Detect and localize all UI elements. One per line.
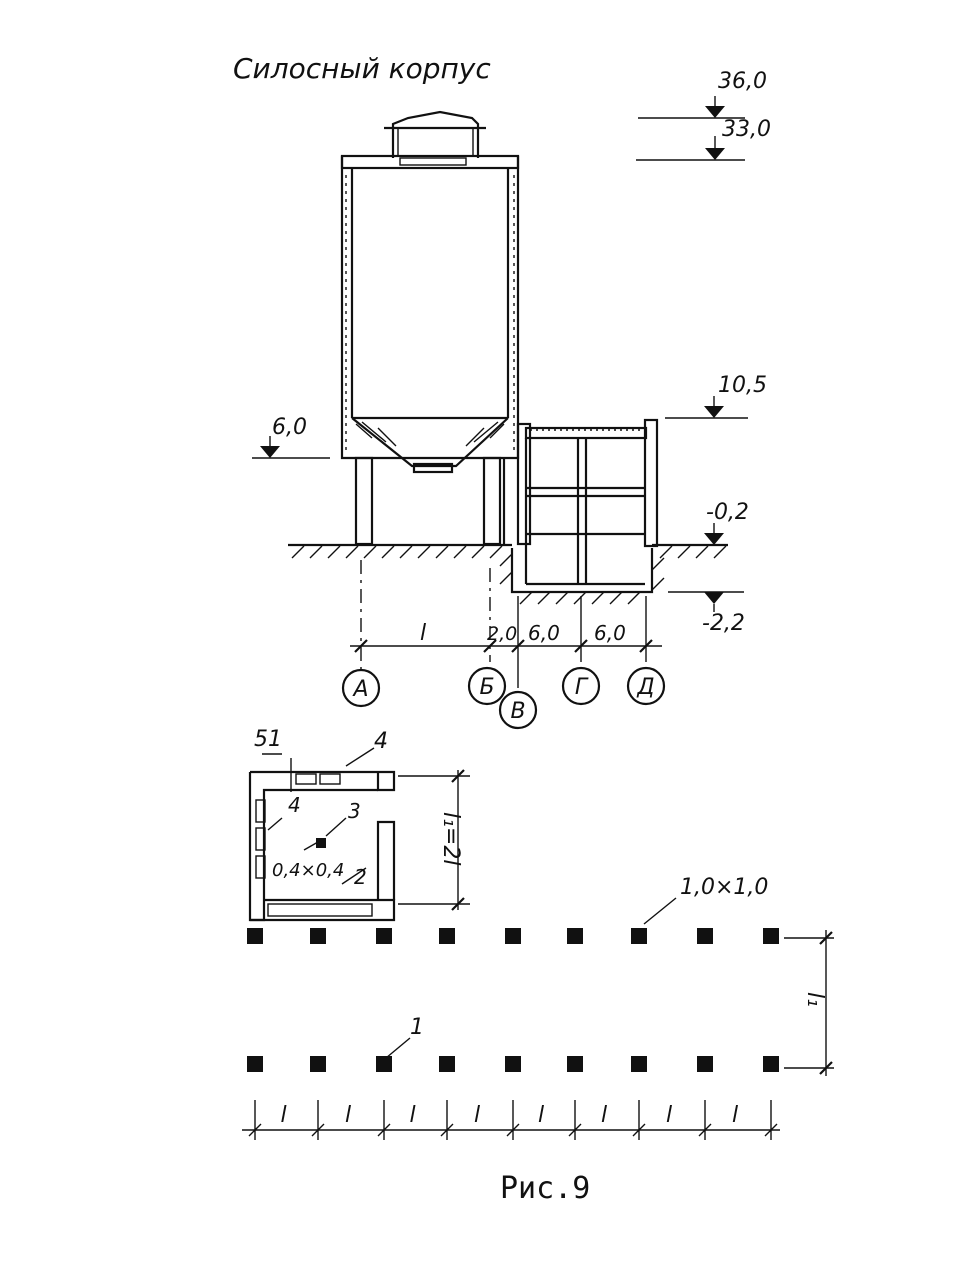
silo-hopper bbox=[351, 417, 509, 468]
chain-label-3: l bbox=[410, 1103, 416, 1128]
pile-1-6 bbox=[567, 928, 583, 944]
pile-1-5 bbox=[505, 928, 521, 944]
marker-3: 3 bbox=[348, 799, 361, 823]
marker-1: 1 bbox=[410, 1015, 424, 1040]
pile-2-5 bbox=[505, 1056, 521, 1072]
chain-label-2: l bbox=[345, 1103, 351, 1128]
dim-2-0: 2,0 bbox=[487, 623, 517, 645]
chain-tick-7 bbox=[632, 1100, 646, 1140]
chain-tick-4 bbox=[440, 1100, 454, 1140]
pile-plan-dimensions: 1,0×1,0 1 l₁ l l l l l l l l bbox=[242, 875, 834, 1140]
svg-text:6,0: 6,0 bbox=[272, 415, 307, 440]
ground-line bbox=[288, 543, 728, 605]
svg-text:В: В bbox=[510, 699, 525, 724]
pile-2-4 bbox=[439, 1056, 455, 1072]
dim-6-0-a: 6,0 bbox=[528, 621, 560, 645]
drawing-title: Силосный корпус bbox=[233, 52, 491, 85]
elevation-minus-2-2: -2,2 bbox=[668, 591, 745, 636]
chain-label-6: l bbox=[601, 1103, 607, 1128]
cell-column bbox=[316, 838, 326, 848]
axis-bubble-v: В bbox=[498, 690, 538, 730]
axis-bubble-a: А bbox=[341, 668, 381, 708]
pile-plan bbox=[247, 928, 779, 1072]
axis-bubble-b: Б bbox=[467, 666, 507, 706]
pile-1-4 bbox=[439, 928, 455, 944]
chain-label-7: l bbox=[666, 1103, 672, 1128]
axis-dimensions: l 2,0 6,0 6,0 bbox=[350, 560, 662, 688]
column-left bbox=[354, 456, 374, 546]
chain-tick-8 bbox=[698, 1100, 712, 1140]
plan-l1-label: l₁ bbox=[802, 992, 827, 1007]
pile-1-2 bbox=[310, 928, 326, 944]
pile-size-label: 1,0×1,0 bbox=[680, 875, 768, 900]
top-gallery bbox=[391, 110, 480, 158]
marker-2: 2 bbox=[354, 865, 367, 889]
chain-tick-9 bbox=[764, 1100, 778, 1140]
pile-2-9 bbox=[763, 1056, 779, 1072]
figure-caption: Рис.9 bbox=[500, 1171, 590, 1206]
marker-51: 51 bbox=[254, 727, 282, 752]
silo-section bbox=[340, 110, 520, 546]
pile-1-3 bbox=[376, 928, 392, 944]
svg-text:Б: Б bbox=[479, 675, 494, 700]
svg-text:-2,2: -2,2 bbox=[702, 611, 745, 636]
elevation-minus-0-2: -0,2 bbox=[704, 500, 749, 545]
chain-label-5: l bbox=[538, 1103, 544, 1128]
pile-1-1 bbox=[247, 928, 263, 944]
svg-text:А: А bbox=[351, 677, 368, 702]
dim-6-0-b: 6,0 bbox=[594, 621, 626, 645]
pile-1-8 bbox=[697, 928, 713, 944]
pile-2-6 bbox=[567, 1056, 583, 1072]
plan-width-label: l₁=2l bbox=[438, 812, 463, 865]
chain-tick-3 bbox=[377, 1100, 391, 1140]
pile-2-7 bbox=[631, 1056, 647, 1072]
elevation-36: 36,0 bbox=[638, 69, 767, 119]
dim-l: l bbox=[420, 621, 426, 646]
annex-section bbox=[510, 418, 659, 594]
elevation-33: 33,0 bbox=[636, 117, 771, 161]
elevation-6: 6,0 bbox=[252, 415, 330, 459]
chain-label-8: l bbox=[732, 1103, 738, 1128]
svg-text:33,0: 33,0 bbox=[722, 117, 771, 142]
pile-1-9 bbox=[763, 928, 779, 944]
svg-text:10,5: 10,5 bbox=[718, 373, 767, 398]
pile-1-7 bbox=[631, 928, 647, 944]
chain-label-4: l bbox=[474, 1103, 480, 1128]
marker-4-inner: 4 bbox=[288, 793, 301, 817]
silo-walls bbox=[340, 156, 520, 460]
svg-text:Д: Д bbox=[636, 675, 654, 700]
silo-cell-detail: 51 4 4 3 2 0,4×0,4 l₁=2l bbox=[248, 727, 470, 922]
chain-tick-6 bbox=[568, 1100, 582, 1140]
chain-tick-1 bbox=[248, 1100, 262, 1140]
pile-2-8 bbox=[697, 1056, 713, 1072]
chain-tick-2 bbox=[311, 1100, 325, 1140]
column-mid bbox=[482, 456, 502, 546]
svg-text:36,0: 36,0 bbox=[718, 69, 767, 94]
svg-text:-0,2: -0,2 bbox=[706, 500, 749, 525]
elevation-10-5: 10,5 bbox=[665, 373, 767, 419]
axis-bubble-g: Г bbox=[561, 666, 601, 706]
pile-2-2 bbox=[310, 1056, 326, 1072]
pile-2-3 bbox=[376, 1056, 392, 1072]
column-size-label: 0,4×0,4 bbox=[272, 860, 344, 881]
marker-4-top: 4 bbox=[374, 729, 388, 754]
pile-2-1 bbox=[247, 1056, 263, 1072]
chain-label-1: l bbox=[281, 1103, 287, 1128]
chain-tick-5 bbox=[506, 1100, 520, 1140]
axis-bubble-d: Д bbox=[626, 666, 666, 706]
svg-text:Г: Г bbox=[575, 675, 589, 700]
